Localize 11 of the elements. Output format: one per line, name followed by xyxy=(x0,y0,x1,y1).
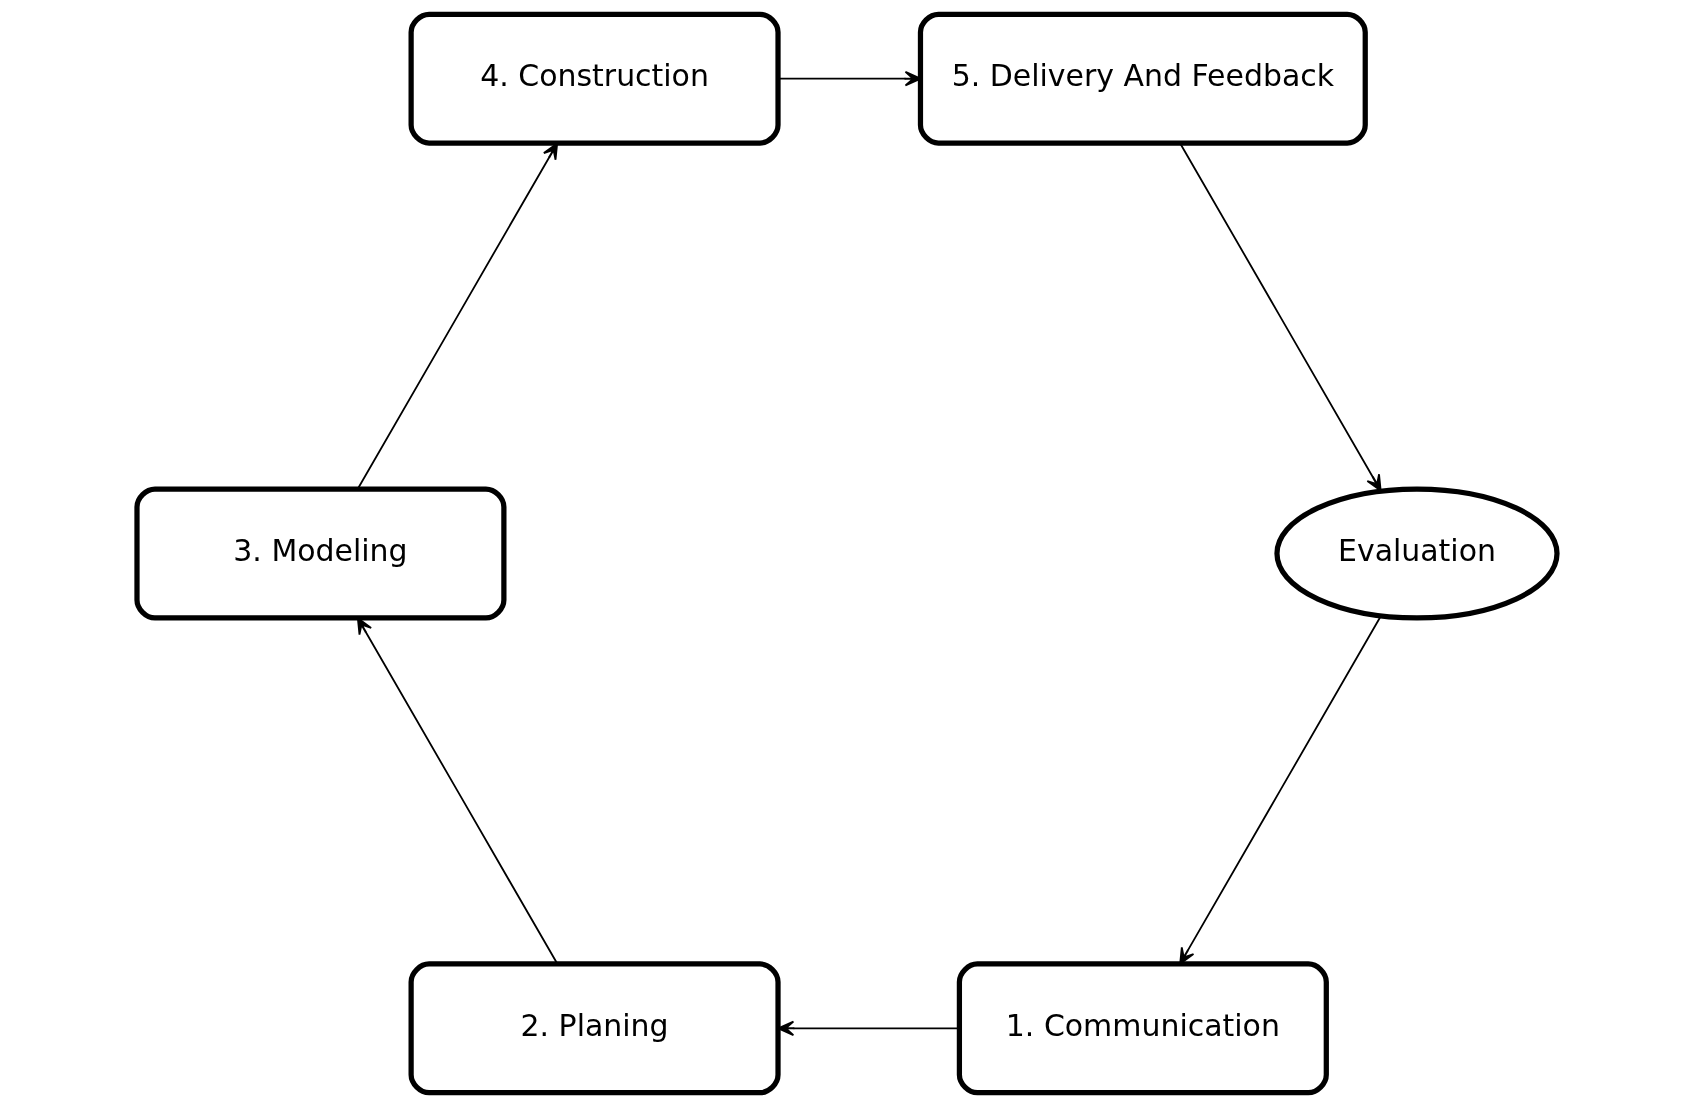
node-box: 3. Modeling xyxy=(133,486,506,621)
arrow xyxy=(1178,615,1382,965)
node-box: 4. Construction xyxy=(408,11,781,146)
arrow xyxy=(777,1020,960,1036)
node-box: 5. Delivery And Feedback xyxy=(917,11,1368,146)
node-box: 1. Communication xyxy=(956,961,1329,1096)
arrow xyxy=(356,617,558,965)
arrow xyxy=(1178,142,1382,492)
node-ellipse: Evaluation xyxy=(1273,486,1560,621)
node-box: 2. Planing xyxy=(408,961,781,1096)
arrow xyxy=(356,142,558,490)
